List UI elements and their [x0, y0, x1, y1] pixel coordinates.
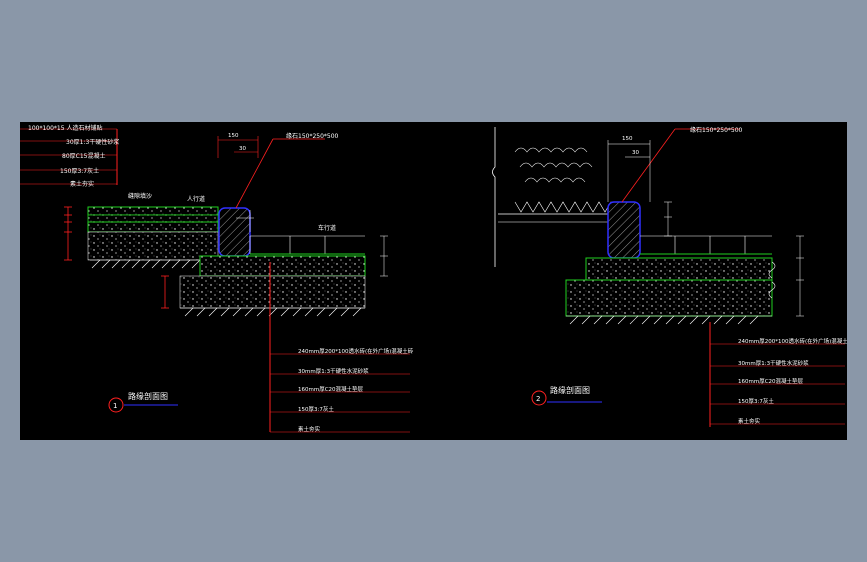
section1-top-dim: 150 [228, 133, 239, 139]
drawing-svg: 100*100*15 人造石材铺贴 30厚1:3干硬性砂浆 80厚C15混凝土 … [20, 124, 854, 433]
section2-top-dim: 150 [622, 136, 633, 142]
road-base-layer-2 [585, 257, 773, 281]
section-1: 100*100*15 人造石材铺贴 30厚1:3干硬性砂浆 80厚C15混凝土 … [20, 124, 414, 433]
section1-left-label-1: 30厚1:3干硬性砂浆 [66, 138, 119, 146]
section1-title-circle [108, 397, 124, 413]
section1-left-label-3: 150厚3:7灰土 [60, 167, 99, 175]
section1-bottom-label-3: 150厚3:7灰土 [298, 405, 334, 413]
section1-bottom-label-1: 30mm厚1:3干硬性水泥砂浆 [298, 367, 369, 375]
paving-layer-left [87, 206, 219, 216]
road-base-layer-1 [199, 255, 366, 277]
section2-title: 路缘剖面图 [550, 385, 590, 395]
section1-bottom-label-4: 素土夯实 [298, 425, 321, 433]
section1-left-label-2: 80厚C15混凝土 [62, 152, 105, 160]
section1-bottom-label-0: 240mm厚200*100透水砖(在外广场)混凝土砖 [298, 347, 414, 355]
curb-stone-1[interactable] [218, 207, 251, 257]
section1-bottom-label-2: 160mm厚C20混凝土垫层 [298, 385, 364, 393]
section2-bottom-label-2: 160mm厚C20混凝土垫层 [738, 377, 804, 385]
road-subbase-layer-1 [179, 275, 366, 309]
section1-title: 路缘剖面图 [128, 391, 168, 401]
section2-bottom-label-3: 150厚3:7灰土 [738, 397, 774, 405]
section2-curb-callout: 缘石150*250*500 [690, 126, 743, 134]
section1-surface-label-right: 车行道 [318, 224, 336, 232]
section1-curb-callout: 缘石150*250*500 [286, 132, 339, 140]
section2-bottom-label-4: 素土夯实 [738, 417, 761, 425]
road-subbase-layer-2 [565, 279, 773, 317]
section1-top-dim-small: 30 [239, 146, 246, 152]
section2-title-number: 2 [536, 395, 540, 403]
drawing-canvas[interactable]: 100*100*15 人造石材铺贴 30厚1:3干硬性砂浆 80厚C15混凝土 … [20, 122, 854, 440]
base-layer-left [87, 231, 219, 261]
section2-bottom-label-1: 30mm厚1:3干硬性水泥砂浆 [738, 359, 809, 367]
section1-surface-label-left: 人行道 [187, 195, 205, 203]
section-2: 缘石150*250*500 150 30 [492, 126, 854, 427]
section2-title-circle [531, 390, 547, 406]
section1-left-label-0: 100*100*15 人造石材铺贴 [28, 124, 102, 132]
section1-left-label-4: 素土夯实 [70, 180, 94, 188]
section1-surface-label-mid: 缝隙填沙 [128, 192, 152, 200]
section2-top-dim-small: 30 [632, 150, 639, 156]
section2-bottom-label-0: 240mm厚200*100透水砖(在外广场)混凝土砖 [738, 337, 847, 345]
curb-stone-2[interactable] [607, 201, 641, 259]
shrub-planting [514, 147, 624, 213]
section1-title-number: 1 [113, 402, 117, 410]
